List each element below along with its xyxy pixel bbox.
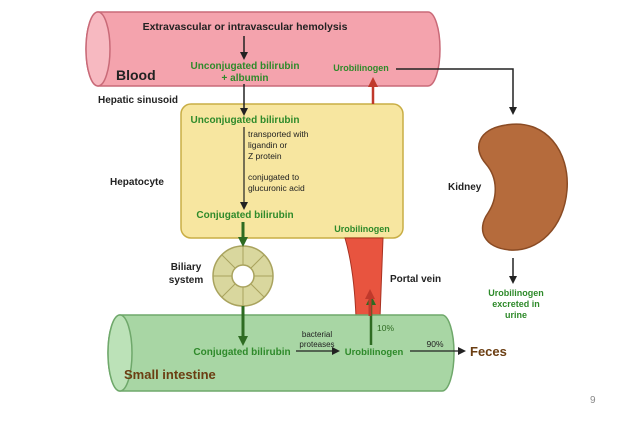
- biliary-system-icon: [212, 245, 274, 307]
- portal-vein: [344, 237, 384, 319]
- unconjugated-albumin-line2: + albumin: [222, 73, 269, 84]
- transport-line3: Z protein: [248, 151, 282, 161]
- blood-vessel: [85, 11, 441, 87]
- bacterial-line1: bacterial: [302, 330, 332, 339]
- kidney-label: Kidney: [448, 182, 482, 193]
- biliary-line1: Biliary: [171, 262, 202, 273]
- unconjugated-hepatocyte-label: Unconjugated bilirubin: [191, 115, 300, 126]
- hepatic-sinusoid-label: Hepatic sinusoid: [98, 95, 178, 106]
- blood-vessel-end: [85, 11, 111, 87]
- hepatocyte-cell: [180, 103, 404, 239]
- urobilinogen-intestine-label: Urobilinogen: [345, 347, 404, 358]
- feces-label: Feces: [470, 344, 507, 359]
- transport-line1: transported with: [248, 129, 309, 139]
- ninety-percent-label: 90%: [426, 339, 443, 349]
- kidney-icon: [477, 123, 568, 251]
- unconjugated-albumin-line1: Unconjugated bilirubin: [191, 61, 300, 72]
- bacterial-line2: proteases: [299, 340, 334, 349]
- conjugated-line2: glucuronic acid: [248, 183, 305, 193]
- portal-vein-label: Portal vein: [390, 274, 441, 285]
- transport-line2: ligandin or: [248, 140, 287, 150]
- ten-percent-label: 10%: [377, 323, 394, 333]
- hepatocyte-label: Hepatocyte: [110, 177, 164, 188]
- urine-line1: Urobilinogen: [488, 288, 544, 298]
- conjugated-bilirubin-intestine-label: Conjugated bilirubin: [193, 347, 290, 358]
- conjugated-line1: conjugated to: [248, 172, 299, 182]
- conjugated-bilirubin-hepatocyte-label: Conjugated bilirubin: [196, 210, 293, 221]
- urine-line2: excreted in: [492, 299, 540, 309]
- slide-number: 9: [590, 395, 596, 406]
- small-intestine: [107, 314, 455, 392]
- urobilinogen-blood-label: Urobilinogen: [333, 63, 389, 73]
- biliary-line2: system: [169, 275, 204, 286]
- small-intestine-end: [107, 314, 133, 392]
- urobilinogen-hepatocyte-label: Urobilinogen: [334, 224, 390, 234]
- arrow-blood-to-kidney: [396, 68, 517, 115]
- urine-line3: urine: [505, 310, 527, 320]
- hemolysis-label: Extravascular or intravascular hemolysis: [143, 21, 348, 33]
- blood-label: Blood: [116, 67, 156, 83]
- small-intestine-label: Small intestine: [124, 367, 216, 382]
